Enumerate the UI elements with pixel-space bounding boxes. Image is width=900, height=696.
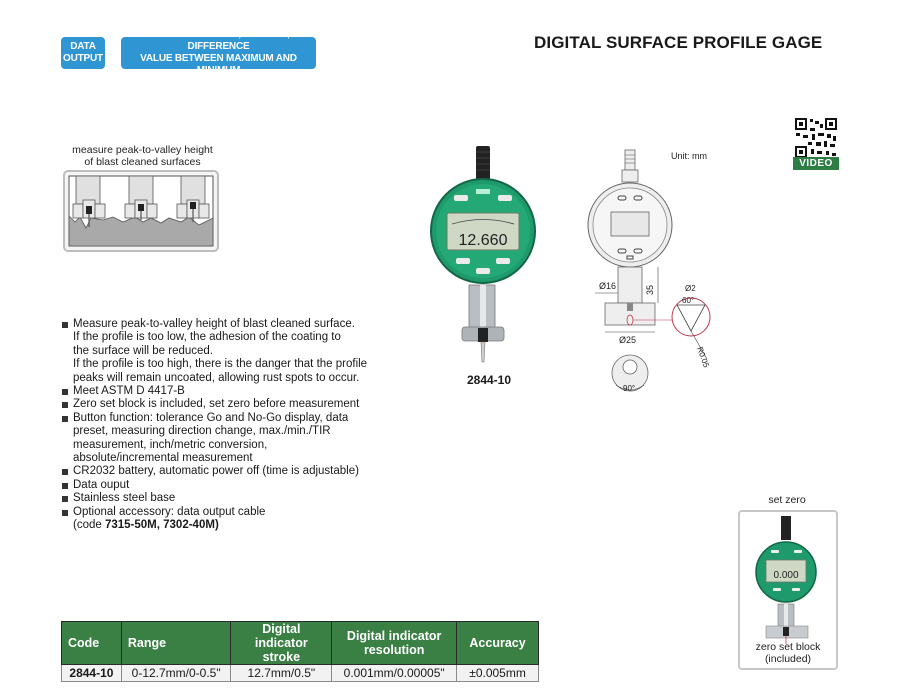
feature-text: Stainless steel base <box>73 492 176 505</box>
gauge-top-stem <box>476 146 490 186</box>
bullet-square-icon <box>62 482 68 489</box>
technical-drawing: Ø25 Ø16 35 60° Ø2 R0.05 90° <box>587 149 711 393</box>
stem-dia-label: Ø16 <box>599 281 616 291</box>
zero-set-block-note: zero set block (included) <box>740 641 836 665</box>
note-line: (included) <box>764 653 812 665</box>
feature-item: Button function: tolerance Go and No-Go … <box>62 412 392 466</box>
qr-code[interactable] <box>793 116 839 162</box>
feature-text: If the profile is too high, there is the… <box>73 358 368 371</box>
cell-accuracy: ±0.005mm <box>456 664 539 682</box>
bullet-square-icon <box>62 496 68 503</box>
header-accuracy: Accuracy <box>456 621 539 665</box>
height-label: 35 <box>645 285 655 295</box>
feature-item: Measure peak-to-valley height of blast c… <box>62 318 392 385</box>
page-title: DIGITAL SURFACE PROFILE GAGE <box>534 33 823 52</box>
badge-line: DISPLAY MAXIMUM, MINIMUM, DIFFERENCE <box>147 29 290 52</box>
gauge-reading: 12.660 <box>459 232 508 249</box>
base-angle-label: 90° <box>623 384 635 393</box>
product-photo-gauge: 12.660 <box>430 146 536 363</box>
feature-item: Stainless steel base <box>62 492 392 505</box>
gauge-tip <box>480 341 486 363</box>
set-zero-caption: set zero <box>768 494 806 506</box>
feature-text: preset, measuring direction change, max.… <box>73 425 331 438</box>
badge-line: OUTPUT <box>63 53 103 64</box>
cell-range: 0-12.7mm/0-0.5" <box>120 664 232 682</box>
feature-text: measurement, inch/metric conversion, <box>73 438 268 451</box>
feature-list: Measure peak-to-valley height of blast c… <box>62 318 392 533</box>
product-code-label: 2844-10 <box>466 373 512 387</box>
feature-item: Optional accessory: data output cable(co… <box>62 506 392 533</box>
feature-text: Data ouput <box>73 478 130 491</box>
header-code: Code <box>61 621 122 665</box>
badge-line: VALUE BETWEEN MAXIMUM AND MINIMUM <box>140 53 297 76</box>
table-row: 2844-10 0-12.7mm/0-0.5" 12.7mm/0.5" 0.00… <box>61 664 539 682</box>
feature-text: CR2032 battery, automatic power off (tim… <box>73 465 359 478</box>
feature-text: Measure peak-to-valley height of blast c… <box>73 318 355 330</box>
tip-radius-label: R0.05 <box>695 346 711 370</box>
feature-item: Zero set block is included, set zero bef… <box>62 398 392 411</box>
feature-item: Data ouput <box>62 479 392 492</box>
note-line: zero set block <box>755 641 821 653</box>
cell-resolution: 0.001mm/0.00005" <box>331 664 458 682</box>
bullet-square-icon <box>62 389 68 396</box>
display-max-min-badge: DISPLAY MAXIMUM, MINIMUM, DIFFERENCE VAL… <box>121 29 316 76</box>
tip-angle-label: 60° <box>682 296 694 305</box>
feature-text: the surface will be reduced. <box>73 344 213 357</box>
gauge-lcd <box>446 212 520 251</box>
tip-dia-label: Ø2 <box>685 284 696 293</box>
badge-line: DATA <box>70 41 96 52</box>
caption-line: measure peak-to-valley height <box>72 144 213 156</box>
set-zero-photo: 0.000 <box>755 516 817 644</box>
blast-surface-illustration <box>63 170 219 252</box>
feature-text: If the profile is too low, the adhesion … <box>73 331 341 344</box>
cell-code: 2844-10 <box>61 664 122 682</box>
video-label[interactable]: VIDEO <box>793 157 839 170</box>
feature-text: peaks will remain uncoated, allowing rus… <box>73 371 360 384</box>
bullet-square-icon <box>62 509 68 516</box>
set-zero-photo-frame: 0.000 <box>738 510 838 670</box>
bullet-square-icon <box>62 415 68 422</box>
blast-illustration-caption: measure peak-to-valley height of blast c… <box>60 144 225 168</box>
unit-label: Unit: mm <box>671 151 707 161</box>
feature-item: Meet ASTM D 4417-B <box>62 385 392 398</box>
caption-line: of blast cleaned surfaces <box>84 156 201 168</box>
feature-item: CR2032 battery, automatic power off (tim… <box>62 465 392 478</box>
feature-text: Button function: tolerance Go and No-Go … <box>73 411 349 424</box>
base-dia-label: Ø25 <box>619 335 636 345</box>
set-zero-reading: 0.000 <box>773 570 798 581</box>
header-range: Range <box>120 621 232 665</box>
feature-text: absolute/incremental measurement <box>73 452 253 465</box>
bullet-square-icon <box>62 322 68 328</box>
feature-text: Meet ASTM D 4417-B <box>73 385 185 398</box>
feature-text: Optional accessory: data output cable <box>73 505 266 518</box>
data-output-badge: DATA OUTPUT <box>61 37 105 69</box>
bullet-square-icon <box>62 469 68 476</box>
accessory-codes: (code 7315-50M, 7302-40M) <box>73 519 219 532</box>
bullet-square-icon <box>62 402 68 409</box>
cell-stroke: 12.7mm/0.5" <box>230 664 333 682</box>
feature-text: Zero set block is included, set zero bef… <box>73 398 360 411</box>
